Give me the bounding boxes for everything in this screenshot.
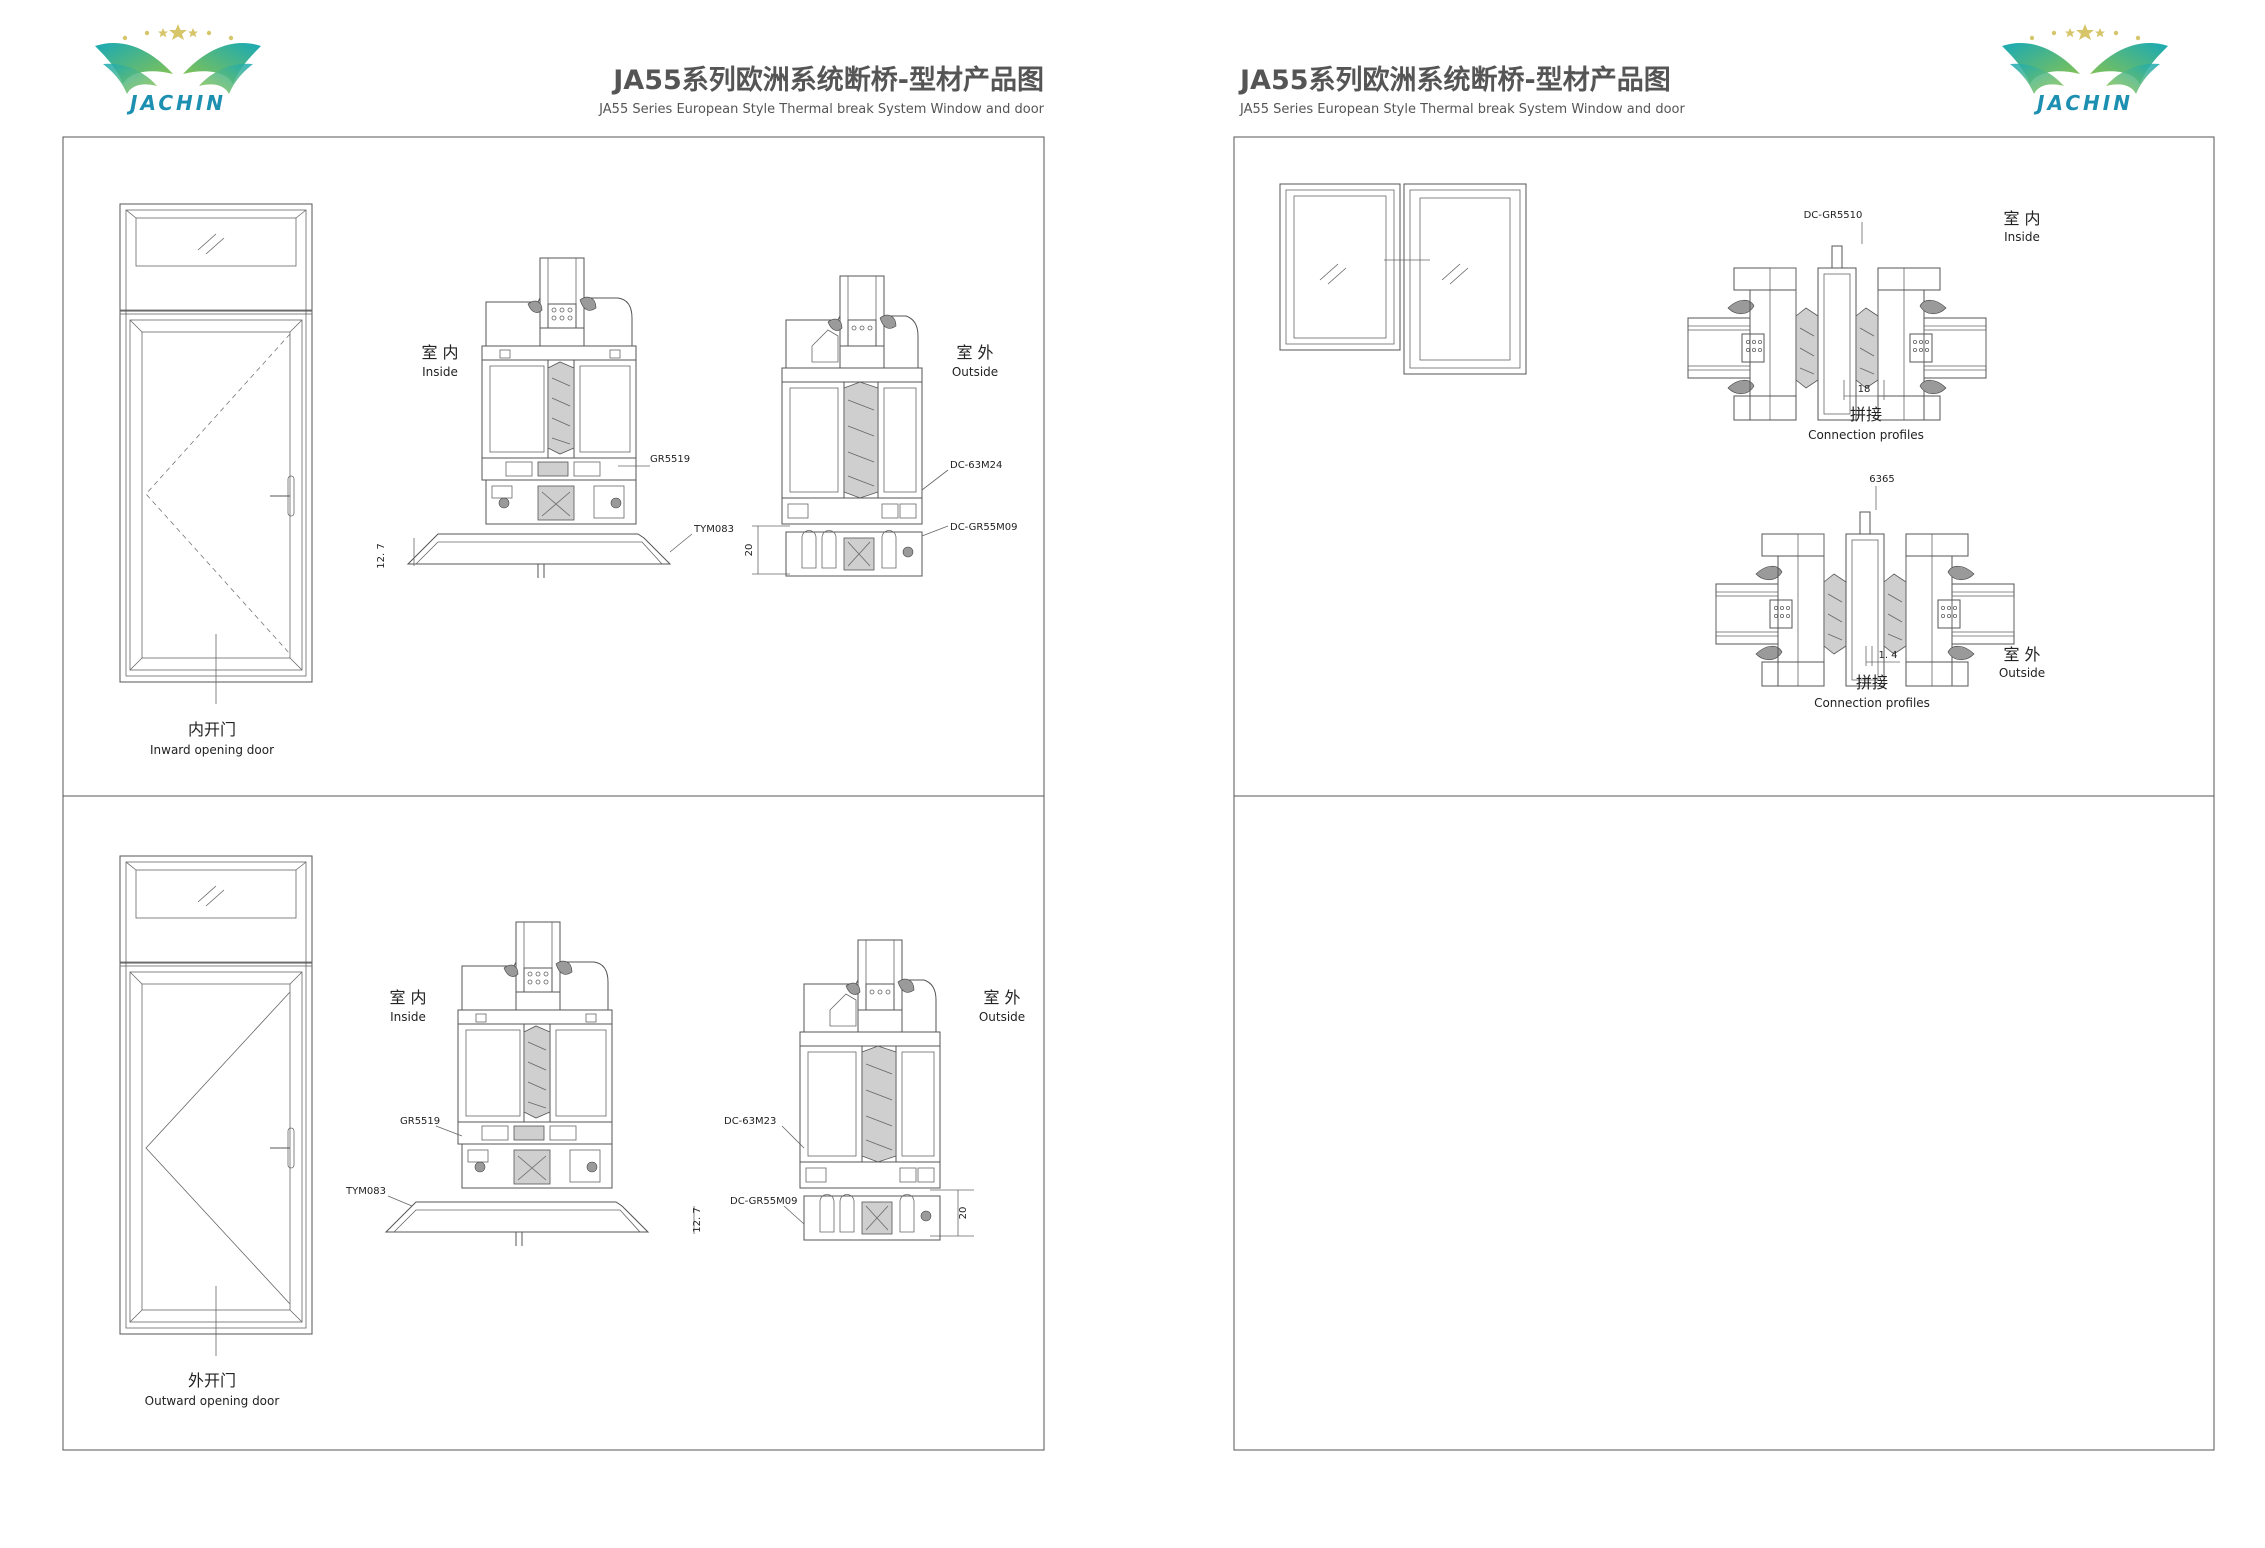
sheet-frame: [1233, 136, 2215, 1451]
section-outside: [799, 939, 941, 1241]
label-bottom: DC-GR55M09: [950, 522, 1017, 533]
inside-label-zh: 室 内: [389, 988, 426, 1007]
label-threshold: TYM083: [345, 1186, 386, 1197]
label-mullion: DC-GR5510: [1804, 210, 1863, 221]
section-inside: [481, 257, 637, 525]
panel-outward-door: 外开门 Outward opening door 室 内 Inside 12. …: [119, 855, 1025, 1408]
dim-width: 18: [1858, 384, 1871, 395]
page-title-zh: JA55系列欧洲系统断桥-型材产品图: [611, 64, 1044, 96]
logo-text: JACHIN: [126, 91, 226, 115]
label-bottom: DC-GR55M09: [730, 1196, 797, 1207]
outside-label-zh: 室 外: [2003, 645, 2040, 664]
inside-label-zh: 室 内: [421, 343, 458, 362]
window-elevation: [1279, 183, 1527, 375]
jachin-logo-right: JACHIN: [2002, 24, 2168, 115]
section-inside: [457, 921, 613, 1189]
caption-zh: 拼接: [1850, 405, 1882, 424]
leader: [435, 1125, 463, 1137]
leader: [921, 525, 949, 537]
outside-label-en: Outside: [952, 365, 998, 379]
caption-en: Connection profiles: [1808, 428, 1924, 442]
page-title-zh: JA55系列欧洲系统断桥-型材产品图: [1238, 64, 1671, 96]
section-outside: [781, 275, 923, 577]
threshold-profile: [407, 533, 671, 579]
outside-label-zh: 室 外: [956, 343, 993, 362]
dim-threshold: 12. 7: [376, 543, 387, 568]
leader: [387, 1195, 413, 1207]
inside-label-en: Inside: [2004, 230, 2040, 244]
connection-detail-1: DC-GR5510 室 内 Inside 18 拼接 Connection pr…: [1687, 209, 2041, 442]
dim-height: 20: [958, 1207, 969, 1220]
label-gasket: GR5519: [400, 1116, 440, 1127]
outside-label-en: Outside: [979, 1010, 1025, 1024]
leader: [781, 1125, 805, 1149]
panel-inward-door: 内开门 Inward opening door 室 内 Inside 12. 7…: [119, 203, 1017, 757]
inside-label-en: Inside: [422, 365, 458, 379]
caption-zh: 外开门: [188, 1371, 236, 1390]
outside-label-zh: 室 外: [983, 988, 1020, 1007]
sheet-frame: [62, 136, 1045, 1451]
inside-label-en: Inside: [390, 1010, 426, 1024]
caption-en: Outward opening door: [145, 1394, 280, 1408]
label-threshold: TYM083: [693, 524, 734, 535]
dim-height: 20: [744, 544, 755, 557]
right-page: JA55系列欧洲系统断桥-型材产品图 JA55 Series European …: [1233, 24, 2215, 1451]
caption-en: Connection profiles: [1814, 696, 1930, 710]
inside-label-zh: 室 内: [2003, 209, 2040, 228]
leader: [783, 1205, 805, 1225]
jachin-logo-left: JACHIN: [95, 24, 261, 115]
outside-label-en: Outside: [1999, 666, 2045, 680]
door-elevation-outward: [119, 855, 313, 1357]
label-strip: DC-63M23: [724, 1116, 776, 1127]
connection-detail-2: 6365 室 外 Outside 1. 4 拼接 Connection prof…: [1715, 474, 2045, 710]
page-title-en: JA55 Series European Style Thermal break…: [598, 102, 1044, 117]
label-mullion: 6365: [1869, 474, 1894, 485]
dim-gap: 1. 4: [1878, 650, 1897, 661]
label-gasket: GR5519: [650, 454, 690, 465]
threshold-profile: [385, 1201, 649, 1247]
caption-zh: 内开门: [188, 720, 236, 739]
leader: [669, 533, 693, 553]
dim-threshold: 12. 7: [692, 1207, 703, 1232]
label-strip: DC-63M24: [950, 460, 1002, 471]
page-title-en: JA55 Series European Style Thermal break…: [1239, 102, 1685, 117]
caption-en: Inward opening door: [150, 743, 274, 757]
door-elevation-inward: [119, 203, 313, 705]
leader: [921, 469, 949, 491]
caption-zh: 拼接: [1856, 673, 1888, 692]
left-page: JACHIN JA55系列欧洲系统断桥-型材产品图 JA55 Series Eu…: [62, 24, 1045, 1451]
logo-text: JACHIN: [2033, 91, 2133, 115]
